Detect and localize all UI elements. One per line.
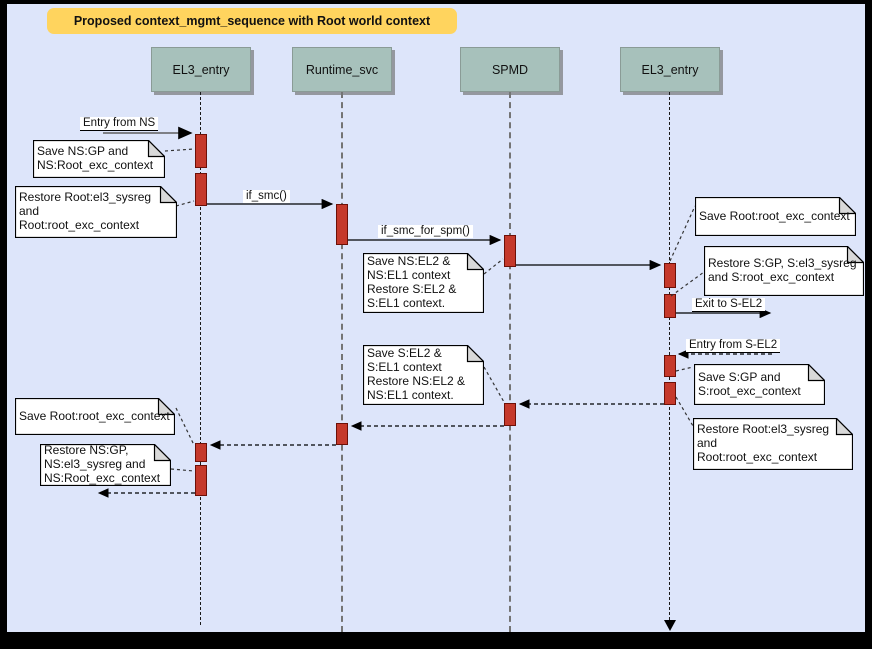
activation-el3r-2 (664, 294, 676, 318)
note-shape (40, 444, 171, 486)
activation-runtime-1 (336, 204, 348, 245)
note-restore-root-sysreg-right: Restore Root:el3_sysreg and Root:root_ex… (693, 418, 853, 470)
lifeline-el3-entry-left (200, 92, 201, 625)
activation-el3l-4 (195, 465, 207, 496)
note-shape (694, 364, 825, 405)
label-if-smc-for-spm: if_smc_for_spm() (378, 225, 473, 238)
note-restore-s-gp: Restore S:GP, S:el3_sysreg and S:root_ex… (704, 246, 864, 296)
note-shape (33, 140, 165, 178)
note-shape (15, 186, 177, 238)
note-save-s-gp: Save S:GP and S:root_exc_context (694, 364, 825, 405)
label-if-smc: if_smc() (243, 190, 290, 203)
note-shape (363, 253, 484, 313)
activation-el3r-1 (664, 263, 676, 288)
actor-el3-entry-right: EL3_entry (620, 47, 720, 92)
note-save-root-exc-right: Save Root:root_exc_context (695, 197, 856, 236)
actor-spmd: SPMD (460, 47, 560, 92)
diagram-title: Proposed context_mgmt_sequence with Root… (47, 8, 457, 34)
actor-runtime-svc: Runtime_svc (292, 47, 392, 92)
activation-el3r-4 (664, 382, 676, 405)
note-save-s-el2: Save S:EL2 & S:EL1 context Restore NS:EL… (363, 345, 484, 405)
activation-spmd-2 (504, 403, 516, 426)
diagram-background (7, 4, 865, 632)
note-save-ns-el2: Save NS:EL2 & NS:EL1 context Restore S:E… (363, 253, 484, 313)
activation-runtime-2 (336, 423, 348, 445)
note-shape (15, 398, 175, 435)
note-save-root-exc-left: Save Root:root_exc_context (15, 398, 175, 435)
label-exit-to-sel2: Exit to S-EL2 (692, 298, 766, 312)
note-shape (695, 197, 856, 236)
label-entry-from-ns: Entry from NS (80, 117, 159, 131)
note-restore-ns-gp: Restore NS:GP, NS:el3_sysreg and NS:Root… (40, 443, 171, 486)
activation-el3l-1 (195, 134, 207, 168)
actor-el3-entry-left: EL3_entry (151, 47, 251, 92)
note-restore-root-sysreg-left: Restore Root:el3_sysreg and Root:root_ex… (15, 186, 177, 238)
label-entry-from-sel2: Entry from S-EL2 (686, 339, 781, 353)
note-shape (704, 246, 864, 296)
activation-spmd-1 (504, 235, 516, 267)
note-save-ns-gp: Save NS:GP and NS:Root_exc_context (33, 140, 165, 178)
activation-el3r-3 (664, 355, 676, 377)
note-shape (693, 418, 853, 470)
activation-el3l-2 (195, 173, 207, 206)
lifeline-spmd (509, 92, 511, 632)
activation-el3l-3 (195, 443, 207, 462)
lifeline-runtime-svc (341, 92, 343, 632)
note-shape (363, 345, 484, 405)
